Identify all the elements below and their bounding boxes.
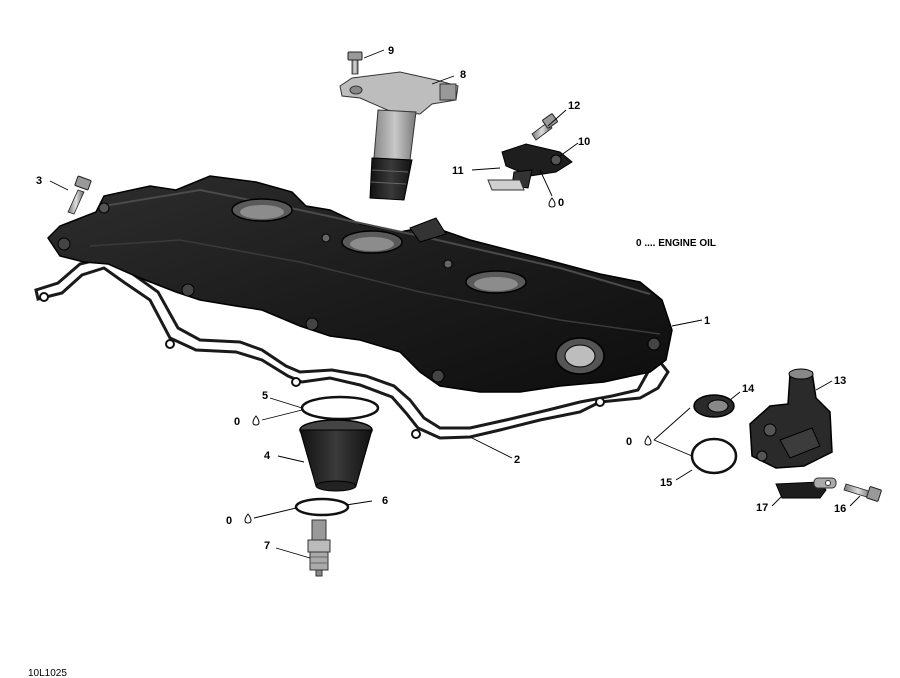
o-ring-5 — [300, 395, 380, 421]
oil-drop-icon-10 — [548, 197, 556, 208]
spark-plug — [307, 519, 331, 577]
oil-mark-10: 0 — [558, 197, 564, 209]
callout-6: 6 — [382, 495, 388, 507]
callout-7: 7 — [264, 540, 270, 552]
housing-bolt — [843, 483, 882, 502]
cover-bolt — [67, 175, 92, 215]
callout-15: 15 — [660, 477, 672, 489]
coil-bolt — [347, 51, 363, 75]
callout-1: 1 — [704, 315, 710, 327]
valve-cover — [47, 175, 673, 393]
callout-8: 8 — [460, 69, 466, 81]
outlet-housing — [749, 368, 833, 469]
oil-drop-icon-14 — [644, 435, 652, 446]
callout-9: 9 — [388, 45, 394, 57]
callout-2: 2 — [514, 454, 520, 466]
callout-14: 14 — [742, 383, 755, 395]
callout-10: 10 — [578, 136, 590, 148]
sensor-bolt — [531, 113, 558, 141]
callout-11: 11 — [452, 165, 464, 177]
spark-plug-tube — [299, 419, 373, 492]
callout-4: 4 — [264, 450, 271, 462]
oil-drop-icon-6 — [244, 513, 252, 524]
camshaft-sensor — [487, 143, 573, 191]
oil-mark-6: 0 — [226, 515, 232, 527]
callout-17: 17 — [756, 502, 768, 514]
callout-12: 12 — [568, 100, 580, 112]
outlet-seal — [693, 394, 735, 418]
figure-reference: 10L1025 — [28, 668, 67, 678]
ignition-coil — [339, 71, 459, 201]
oil-mark-14: 0 — [626, 436, 632, 448]
callout-5: 5 — [262, 390, 268, 402]
callout-3: 3 — [36, 175, 42, 187]
hose-clamp — [775, 477, 837, 499]
callouts: 1 2 3 4 5 6 7 8 9 10 11 12 13 14 15 16 1… — [36, 45, 846, 552]
o-ring-15 — [690, 437, 738, 475]
oil-markers: 0 0 0 0 — [226, 197, 632, 527]
o-ring-6 — [294, 497, 350, 517]
callout-13: 13 — [834, 375, 846, 387]
engine-oil-legend: 0 .... ENGINE OIL — [636, 238, 716, 249]
oil-drop-icon-5 — [252, 415, 260, 426]
leader-lines — [49, 49, 861, 559]
oil-mark-5: 0 — [234, 416, 240, 428]
callout-16: 16 — [834, 503, 846, 515]
